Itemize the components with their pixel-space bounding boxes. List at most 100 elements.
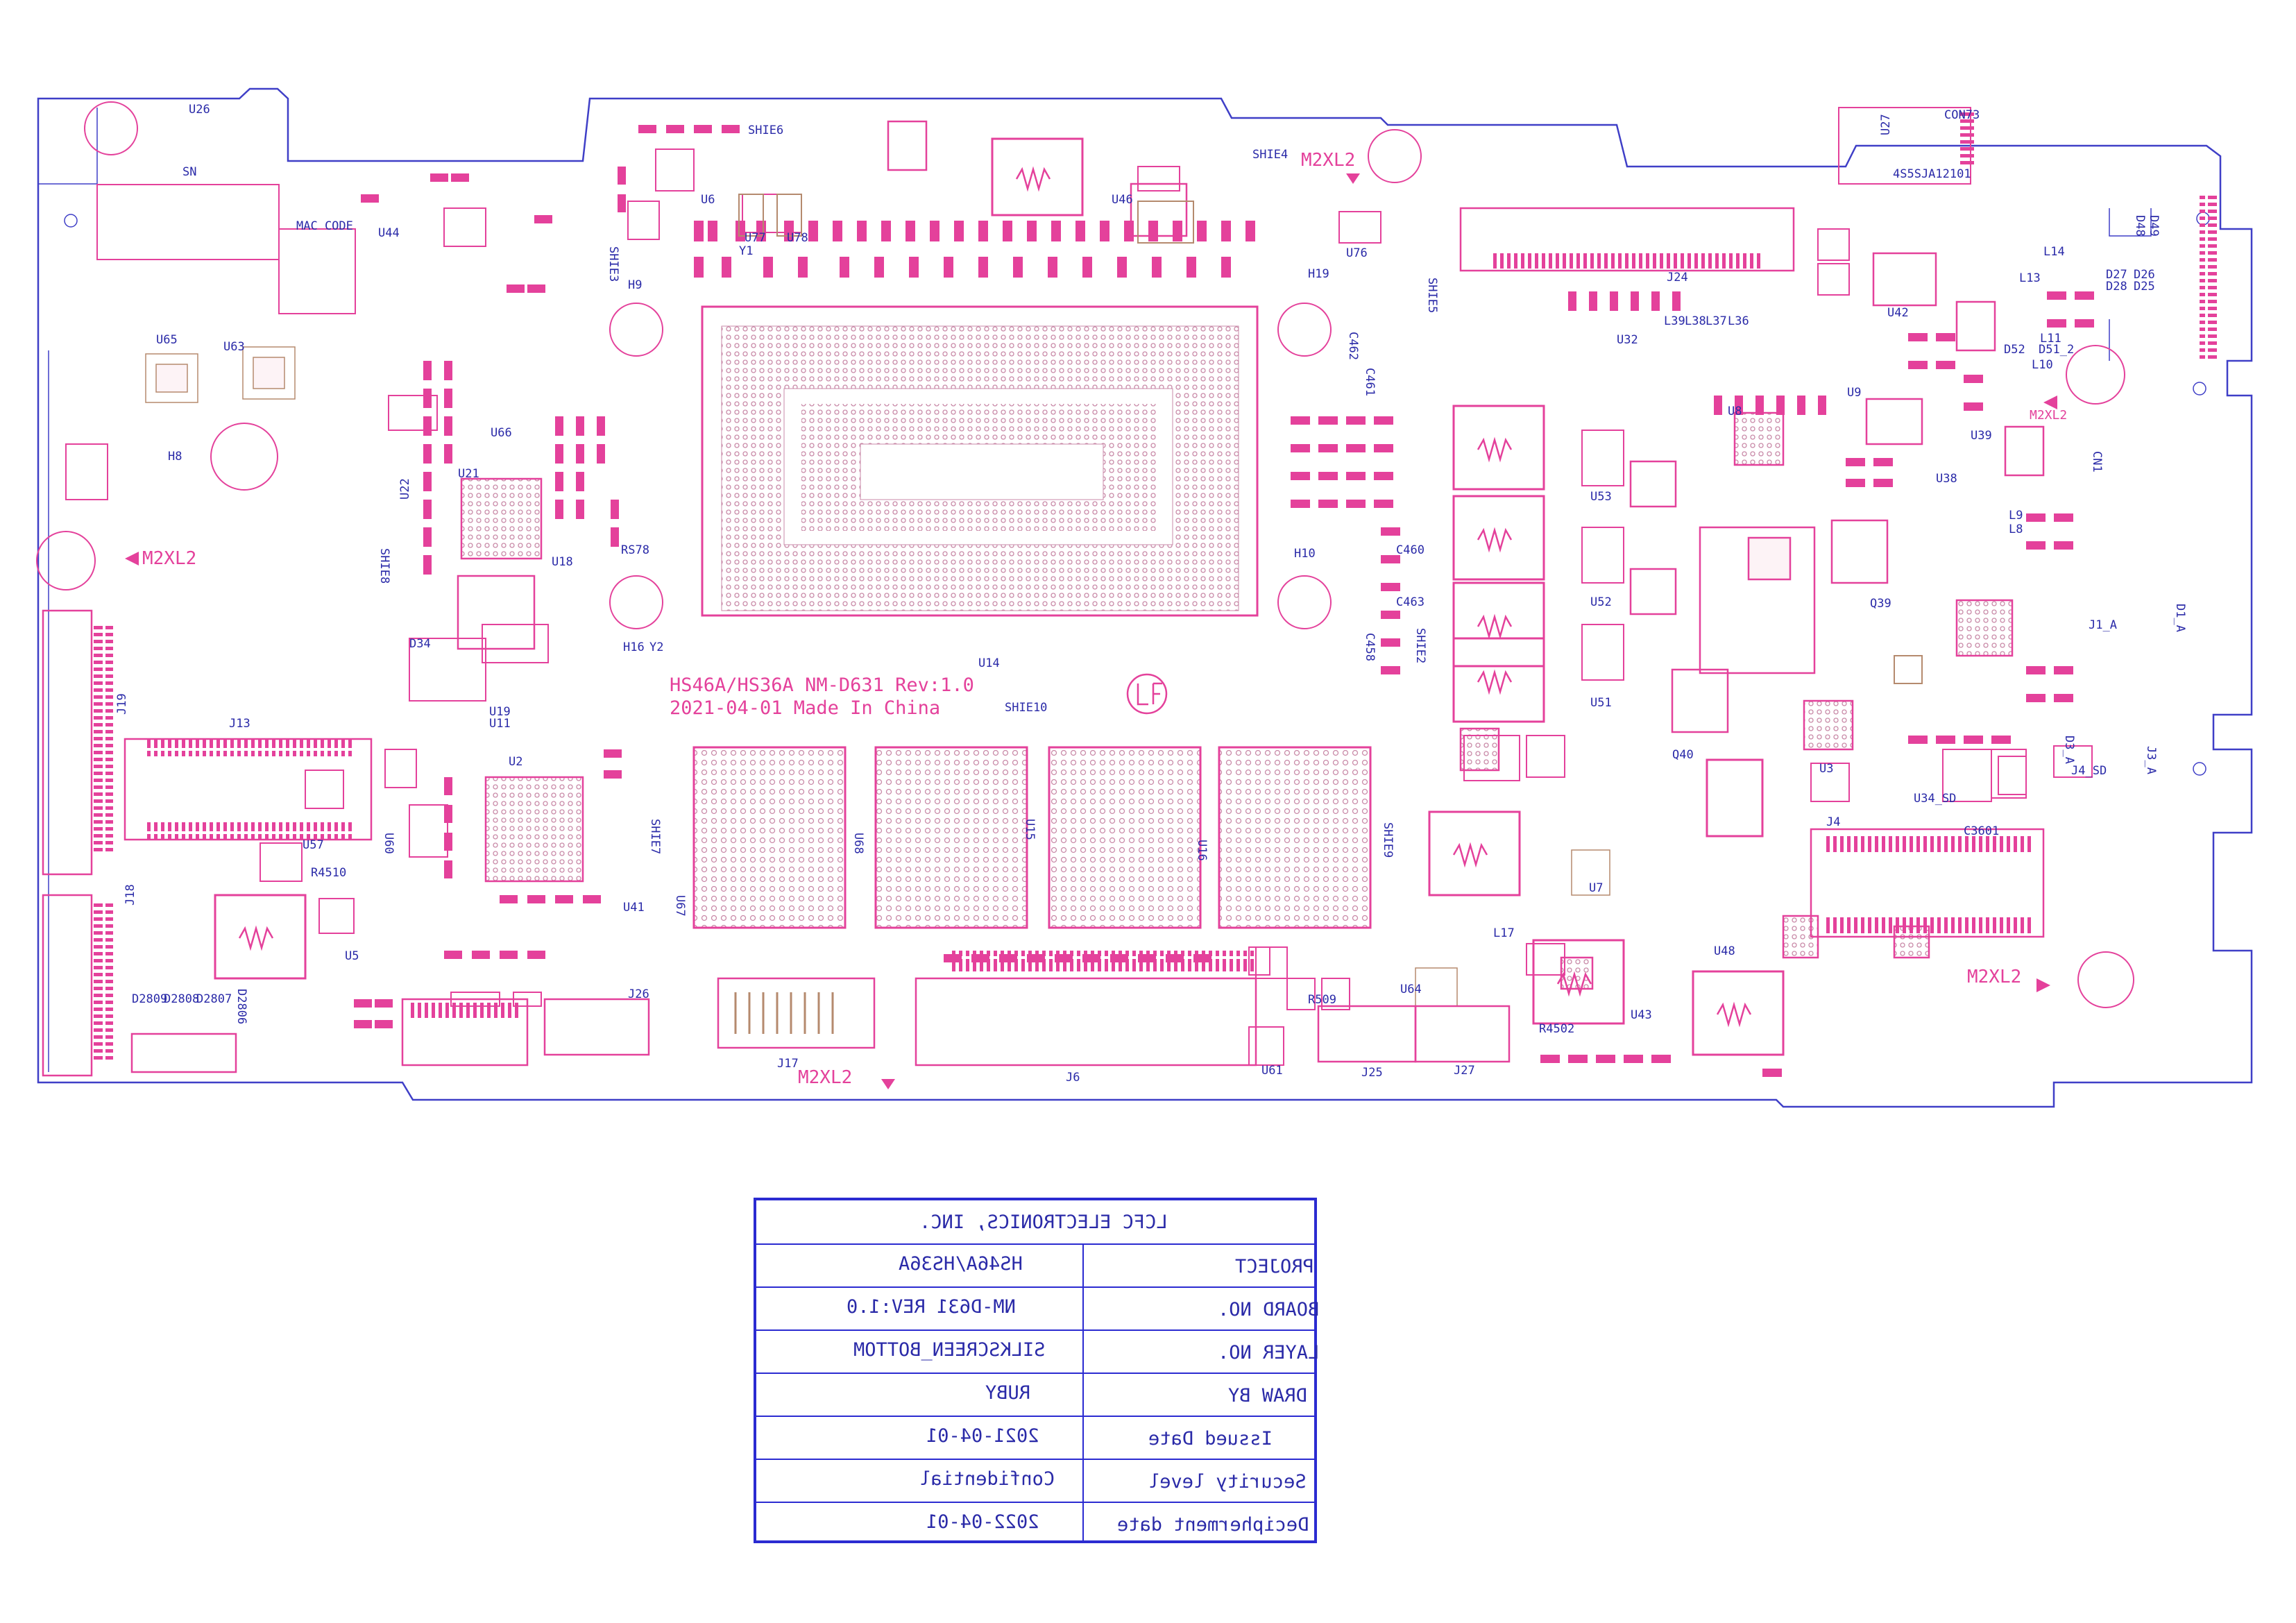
- ref-label: C463: [1396, 595, 1425, 609]
- ref-label: D48: [2133, 215, 2147, 237]
- mount-label: M2XL2: [2030, 408, 2068, 423]
- ref-label: L8: [2009, 522, 2023, 536]
- ref-label: SHIE9: [1381, 822, 1395, 858]
- connector-j13: [124, 738, 373, 841]
- ref-label: D27: [2106, 268, 2127, 282]
- ref-label: U22: [398, 478, 412, 500]
- ref-label: L39: [1664, 314, 1685, 328]
- ref-label: H19: [1308, 267, 1329, 281]
- ref-label: U46: [1112, 193, 1133, 207]
- ref-label: U57: [303, 838, 324, 852]
- ref-label: U3: [1819, 762, 1834, 776]
- ref-label: D25: [2134, 280, 2155, 294]
- ref-label: CN1: [2090, 451, 2104, 473]
- ref-label: U18: [552, 555, 573, 569]
- ref-label: U16: [1195, 840, 1209, 861]
- connector-j19: [42, 609, 113, 876]
- ref-label: H16: [623, 640, 645, 654]
- ref-label: U34_SD: [1914, 792, 1957, 806]
- ref-label: D26: [2134, 268, 2155, 282]
- title-label: Issued Date: [1148, 1428, 1273, 1450]
- ref-label: J17: [777, 1057, 799, 1071]
- ref-label: U39: [1971, 429, 1992, 443]
- ref-label: D2807: [196, 992, 232, 1006]
- ref-label: SHIE3: [606, 246, 620, 282]
- inductors: [214, 137, 1785, 1056]
- ref-label: J1_A: [2089, 618, 2117, 632]
- mac-code-label: MAC CODE: [296, 219, 353, 233]
- ref-label: U61: [1261, 1064, 1283, 1078]
- ref-label: U27: [1879, 114, 1893, 135]
- ref-label: SHIE4: [1252, 148, 1289, 162]
- title-value: HS46A/HS36A: [899, 1253, 1023, 1275]
- mount-label: M2XL2: [798, 1067, 853, 1088]
- ref-label: RS78: [621, 543, 649, 557]
- ref-label: U42: [1887, 306, 1909, 320]
- mount-hole: [84, 101, 138, 155]
- ref-label: L9: [2009, 509, 2023, 522]
- connector-small: [65, 107, 2217, 1073]
- title-value: RUBY: [985, 1382, 1031, 1404]
- ref-label: U44: [378, 226, 400, 240]
- ref-label: U38: [1936, 472, 1957, 486]
- ref-label: U8: [1728, 405, 1742, 418]
- ref-label: L36: [1728, 314, 1749, 328]
- ref-label: L13: [2019, 271, 2041, 285]
- ref-label: U65: [156, 333, 178, 347]
- board-outline: [37, 87, 2253, 1108]
- mount-label: M2XL2: [1301, 150, 1356, 171]
- logo: [1126, 673, 1168, 715]
- ref-label: U76: [1346, 246, 1368, 260]
- connector-j17: [717, 977, 876, 1049]
- board-revision-line1: HS46A/HS36A NM-D631 Rev:1.0: [670, 674, 974, 696]
- ref-label: R4510: [311, 866, 347, 880]
- connector-j4: [1810, 828, 2045, 938]
- ref-label: Q40: [1672, 748, 1694, 762]
- ref-label: U60: [382, 833, 396, 854]
- ref-label: SHIE8: [377, 548, 391, 584]
- ref-label: J4_SD: [2071, 764, 2107, 778]
- ref-label: U32: [1617, 333, 1638, 347]
- ic-package: [460, 477, 543, 560]
- ref-label: C458: [1363, 633, 1377, 661]
- connector-j18: [42, 894, 113, 1077]
- ref-label: U63: [223, 340, 245, 354]
- ref-label: D34: [409, 637, 431, 651]
- ref-label: L10: [2032, 358, 2053, 372]
- ref-label: R509: [1308, 993, 1336, 1007]
- ref-label: C460: [1396, 543, 1425, 557]
- ref-label: L14: [2043, 245, 2065, 259]
- ref-label: U9: [1847, 386, 1862, 400]
- ref-label: U78: [787, 231, 808, 245]
- ref-label: D2806: [235, 989, 248, 1025]
- ref-label: C3601: [1964, 824, 2000, 838]
- ref-label: U5: [345, 949, 359, 963]
- ref-label: U6: [701, 193, 715, 207]
- connector-j6: [915, 951, 1257, 1067]
- title-company: LCFC ELECTRONICS, INC.: [919, 1212, 1168, 1233]
- ref-label: C461: [1363, 368, 1377, 396]
- ref-label: U21: [458, 467, 479, 481]
- ref-label: J27: [1454, 1064, 1475, 1078]
- ref-label: D2808: [164, 992, 200, 1006]
- title-label: BOARD NO.: [1218, 1299, 1320, 1320]
- ref-label: J18: [124, 884, 137, 906]
- ref-label: D52: [2004, 343, 2025, 357]
- ref-label: Y2: [649, 640, 664, 654]
- ref-label: U15: [1023, 819, 1037, 840]
- ref-label: H9: [628, 278, 643, 292]
- sn-label: SN: [182, 165, 197, 179]
- mount-label: M2XL2: [1967, 967, 2022, 987]
- ref-label: U51: [1590, 696, 1612, 710]
- mac-code-box: [278, 228, 356, 314]
- title-label: DRAW BY: [1228, 1385, 1307, 1407]
- ref-label: U67: [673, 895, 687, 917]
- ref-label: SHIE7: [648, 819, 662, 855]
- board-revision-line2: 2021-04-01 Made In China: [670, 697, 941, 719]
- ref-label: H8: [168, 450, 182, 464]
- ref-label: L37: [1706, 314, 1727, 328]
- ref-label: U48: [1714, 944, 1735, 958]
- ref-label: C462: [1346, 332, 1360, 360]
- ref-label: U41: [623, 901, 645, 915]
